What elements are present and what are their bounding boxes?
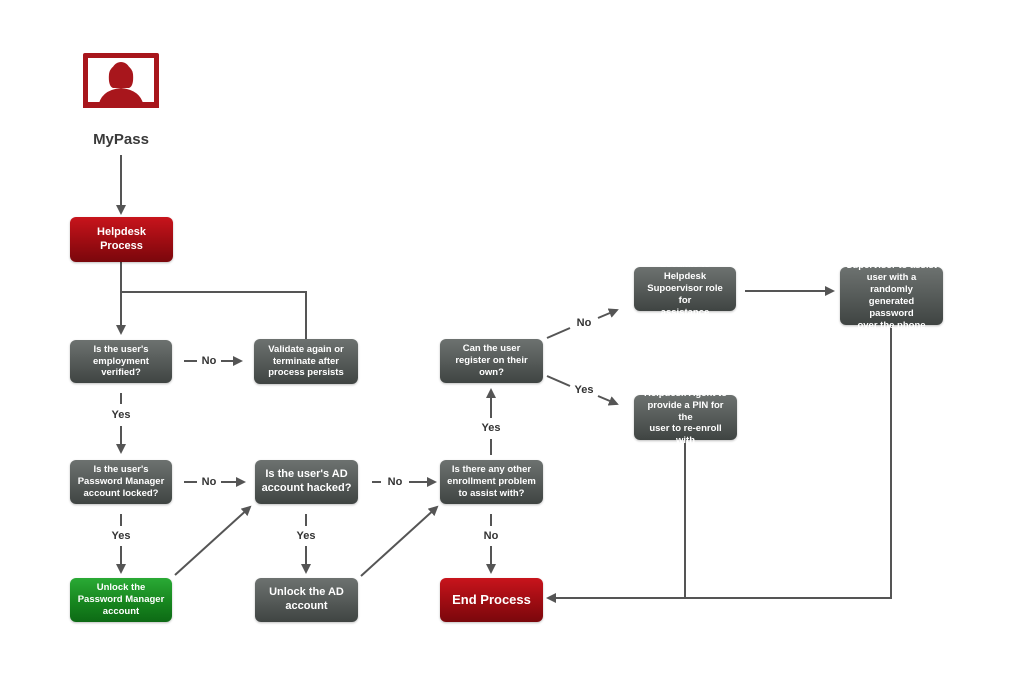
helpdesk-process-node[interactable]: Helpdesk Process — [70, 217, 173, 262]
edge-label-employment-yes: Yes — [109, 409, 133, 421]
edge-label-ad-no: No — [385, 476, 405, 488]
escalate-node[interactable]: Escalate to Helpdesk Supoervisor role fo… — [634, 259, 736, 318]
employment-verified-node[interactable]: Is the user's employment verified? — [70, 340, 172, 383]
agent-pin-node[interactable]: Helpdesk Agent to provide a PIN for the … — [634, 388, 737, 446]
unlock-ad-node[interactable]: Unlock the AD account — [255, 578, 358, 622]
edge-label-other-yes: Yes — [479, 422, 503, 434]
arrow-register-agent — [546, 375, 571, 387]
edge-label-pm-no: No — [199, 476, 219, 488]
edge-label-register-yes: Yes — [572, 384, 596, 396]
edge-label-other-no: No — [481, 530, 501, 542]
validate-again-node[interactable]: Validate again or terminate after proces… — [254, 339, 358, 384]
arrow-validate-loop — [121, 291, 307, 340]
end-process-node[interactable]: End Process — [440, 578, 543, 622]
edge-label-ad-yes: Yes — [294, 530, 318, 542]
other-problem-node[interactable]: Is there any other enrollment problem to… — [440, 460, 543, 504]
arrow-unlockad-other — [360, 505, 439, 577]
arrow-supervisor-end — [546, 325, 892, 603]
ad-hacked-node[interactable]: Is the user's AD account hacked? — [255, 460, 358, 504]
arrow-register-escalate — [546, 327, 571, 339]
can-register-node[interactable]: Can the user register on their own? — [440, 339, 543, 383]
edge-label-register-no: No — [574, 317, 594, 329]
pm-locked-node[interactable]: Is the user's Password Manager account l… — [70, 460, 172, 504]
edge-label-employment-no: No — [199, 355, 219, 367]
app-title: MyPass — [93, 131, 149, 148]
unlock-pm-node[interactable]: Unlock the Password Manager account — [70, 578, 172, 622]
user-monitor-icon — [83, 53, 159, 108]
supervisor-assist-node[interactable]: Supervisor to assist user with a randoml… — [840, 260, 943, 331]
arrow-unlockpm-ad — [174, 505, 252, 576]
edge-label-pm-yes: Yes — [109, 530, 133, 542]
